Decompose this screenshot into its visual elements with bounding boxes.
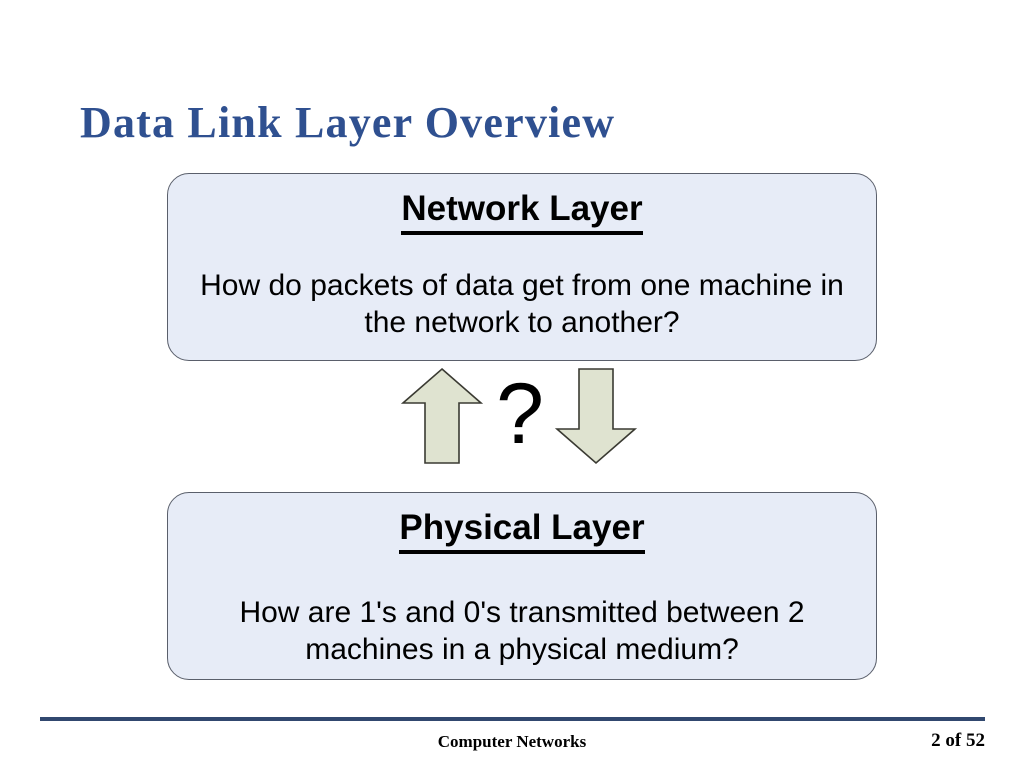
- question-mark-label: ?: [496, 366, 544, 462]
- page-title: Data Link Layer Overview: [80, 98, 616, 148]
- arrow-up-icon: [400, 366, 484, 471]
- network-layer-heading: Network Layer: [401, 188, 643, 235]
- network-layer-box: Network Layer How do packets of data get…: [167, 173, 877, 361]
- footer-course-label: Computer Networks: [437, 732, 587, 751]
- arrow-down-icon: [554, 366, 638, 471]
- footer-divider: [40, 717, 985, 721]
- physical-layer-box: Physical Layer How are 1's and 0's trans…: [167, 492, 877, 680]
- network-layer-body: How do packets of data get from one mach…: [200, 269, 844, 339]
- slide-number: 2 of 52: [931, 730, 985, 751]
- physical-layer-heading: Physical Layer: [399, 507, 645, 554]
- layer-connector-group: ?: [396, 366, 644, 470]
- physical-layer-body: How are 1's and 0's transmitted between …: [239, 596, 805, 666]
